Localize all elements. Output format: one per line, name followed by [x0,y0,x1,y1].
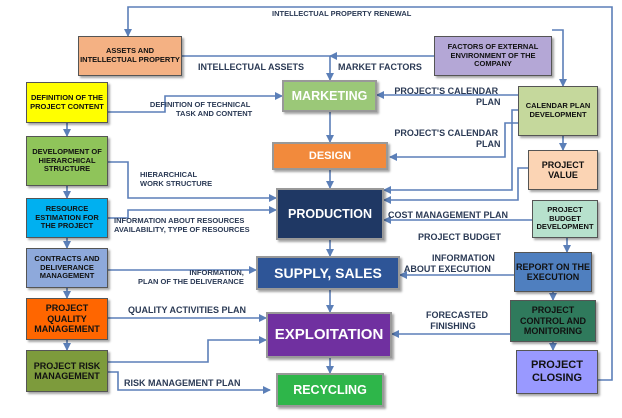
project-budget-label: PROJECT BUDGET [418,232,502,242]
report-box: REPORT ON THE EXECUTION [514,252,592,292]
risk-box: PROJECT RISK MANAGEMENT [26,350,108,392]
info-execution-label: INFORMATION ABOUT EXECUTION [400,253,495,275]
info-deliverance-label: INFORMATION, PLAN OF THE DELIVERANCE [138,268,244,286]
intellectual-assets-label: INTELLECTUAL ASSETS [198,62,305,72]
info-execution-line-2: ABOUT EXECUTION [403,263,491,274]
assets-box: ASSETS AND INTELLECTUAL PROPERTY [78,36,182,76]
production-box: PRODUCTION [276,188,384,240]
calendar-plan-label-2-line-1: PROJECT'S CALENDAR [394,128,499,138]
risk-to-exploitation-arrow [108,336,267,363]
budget-box: PROJECT BUDGET DEVELOPMENT [532,200,598,238]
forecasted-line-2: FINISHING [430,320,476,331]
hierarchical-work-label: HIERARCHICAL WORK STRUCTURE [140,170,212,188]
calendar-plan-label-1-line-1: PROJECT'S CALENDAR [394,86,499,96]
risk-to-recycling-arrow [108,371,271,394]
resources-info-label: INFORMATION ABOUT RESOURCES AVAILABILITY… [114,216,250,234]
hierarchical-work-line-1: HIERARCHICAL [140,170,198,179]
factors-box: FACTORS OF EXTERNAL ENVIRONMENT OF THE C… [434,36,552,76]
ip-renewal-label: INTELLECTUAL PROPERTY RENEWAL [272,9,412,18]
risk-plan-label: RISK MANAGEMENT PLAN [124,378,241,388]
forecasted-label: FORECASTED FINISHING [418,310,488,332]
recycling-box: RECYCLING [276,373,384,407]
factors-to-calendar-arrow [552,29,567,87]
calendar-plan-label-1: PROJECT'S CALENDAR PLAN [392,86,501,108]
definition-technical-label: DEFINITION OF TECHNICAL TASK AND CONTENT [148,100,252,118]
resource-box: RESOURCE ESTIMATION FOR THE PROJECT [26,198,108,238]
control-box: PROJECT CONTROL AND MONITORING [510,300,596,342]
closing-box: PROJECT CLOSING [516,350,598,394]
definition-technical-line-2: TASK AND CONTENT [176,109,253,118]
resources-info-line-2: AVAILABILITY, TYPE OF RESOURCES [114,225,250,234]
supply-sales-box: SUPPLY, SALES [256,256,400,290]
market-factors-label: MARKET FACTORS [338,62,422,72]
marketing-box: MARKETING [282,80,377,112]
cost-management-label: COST MANAGEMENT PLAN [388,210,508,220]
definition-box: DEFINITION OF THE PROJECT CONTENT [26,82,108,123]
resource-to-production-arrow [108,206,277,219]
definition-technical-line-1: DEFINITION OF TECHNICAL [149,100,251,109]
ip-renewal-arrow [124,6,613,381]
calendar-plan-label-2: PROJECT'S CALENDAR PLAN [392,128,501,150]
calendar-plan-label-2-line-2: PLAN [476,138,501,149]
quality-box: PROJECT QUALITY MANAGEMENT [26,298,108,340]
value-to-production-arrow [383,167,528,204]
calendar-box: CALENDAR PLAN DEVELOPMENT [518,86,598,136]
hierarchical-work-line-2: WORK STRUCTURE [140,179,213,188]
forecasted-line-1: FORECASTED [426,310,489,320]
definition-to-marketing-arrow [108,92,283,113]
hierarchical-box: DEVELOPMENT OF HIERARCHICAL STRUCTURE [26,136,108,186]
info-execution-line-1: INFORMATION [432,253,495,263]
info-deliverance-line-1: INFORMATION, [189,268,244,277]
project-value-box: PROJECT VALUE [528,150,598,190]
quality-plan-label: QUALITY ACTIVITIES PLAN [128,305,247,315]
design-box: DESIGN [272,142,388,170]
resources-info-line-1: INFORMATION ABOUT RESOURCES [114,216,245,225]
exploitation-box: EXPLOITATION [266,312,392,358]
hierarchical-to-production-arrow [108,161,277,202]
calendar-to-production-arrow [383,109,518,194]
info-deliverance-line-2: PLAN OF THE DELIVERANCE [138,277,244,286]
contracts-box: CONTRACTS AND DELIVERANCE MANAGEMENT [26,248,108,288]
calendar-plan-label-1-line-2: PLAN [476,96,501,107]
